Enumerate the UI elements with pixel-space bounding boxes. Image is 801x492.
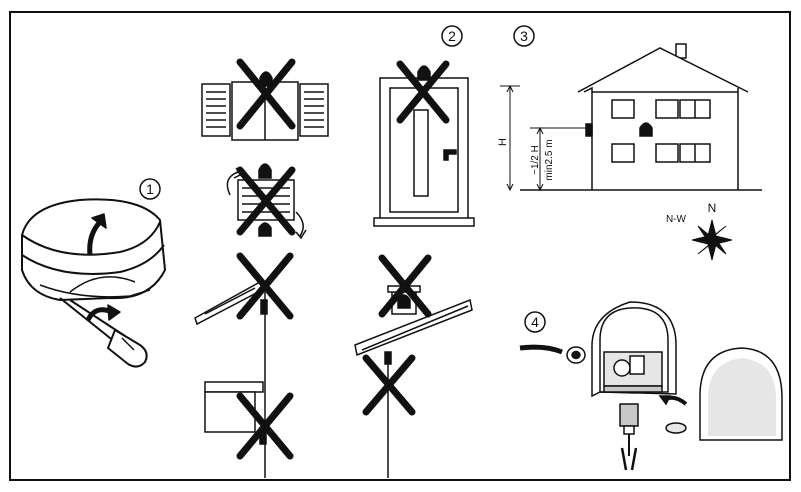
step-2-marker: 2 [441,25,463,47]
wrong-mark-door [396,60,450,124]
house-drawing [520,43,762,191]
step-4-number: 4 [531,314,539,330]
wrong-mark-window-sill [236,392,294,460]
compass-icon [691,219,733,261]
wrong-mark-under-roof [362,354,416,416]
wrong-mark-under-eaves [236,252,294,320]
step-1-marker: 1 [139,178,161,200]
step-3-number: 3 [520,28,528,44]
height-dimension [500,84,588,192]
wrong-mark-heat-vent [236,166,296,236]
compass-north-label: N [708,201,717,215]
min-height-label: min2.5 m [544,139,555,180]
half-height-label: ~1/2 H [530,145,541,175]
wrong-location-door [373,65,475,227]
step-4-marker: 4 [524,311,546,333]
compass-northwest-label: N-W [666,214,687,225]
step-1-number: 1 [146,181,154,197]
step-1-open-housing [21,198,166,368]
height-label: H [497,138,509,146]
wrong-mark-window [236,58,296,130]
step-3-marker: 3 [513,25,535,47]
step-4-assembly [519,301,783,471]
wrong-mark-chimney [378,254,432,318]
step-2-number: 2 [448,28,456,44]
